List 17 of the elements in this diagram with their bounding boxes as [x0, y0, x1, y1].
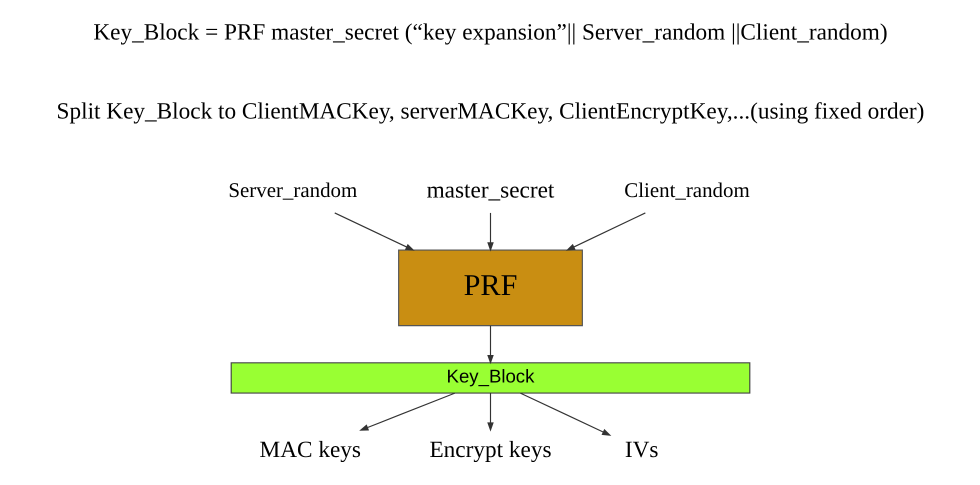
label: Split Key_Block to ClientMACKey, serverMACKey, ClientEncryptKey,...(using fixed order) — [56, 98, 924, 125]
arrow — [486, 326, 494, 364]
arrow — [486, 393, 494, 432]
arrow — [358, 392, 455, 431]
arrow — [334, 212, 414, 251]
node-text: Client_random — [624, 178, 750, 202]
node-text: Server_random — [228, 178, 357, 202]
node-text: master_secret — [426, 178, 554, 204]
label: Key_Block = PRF master_secret (“key expansion”|| Server_random ||Client_random) — [92, 20, 888, 46]
arrow — [565, 212, 646, 251]
arrow — [520, 392, 611, 436]
arrow — [486, 212, 494, 252]
node-text: MAC keys — [259, 437, 360, 464]
node-text: IVs — [624, 437, 658, 464]
node-box: PRF — [398, 249, 582, 326]
node-box: Key_Block — [230, 362, 750, 394]
node-text: Encrypt keys — [428, 437, 552, 464]
